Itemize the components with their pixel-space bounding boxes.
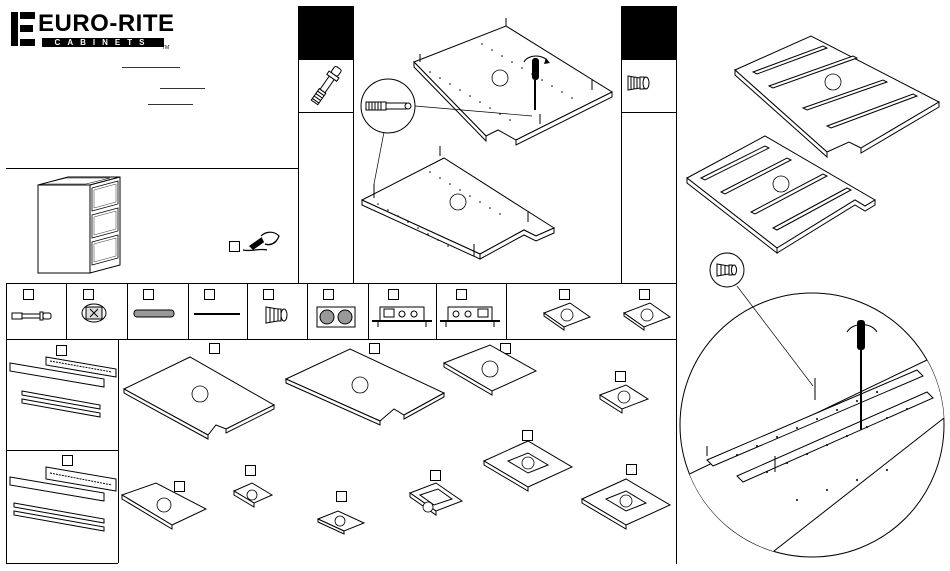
step2-panels-diagram bbox=[677, 6, 947, 256]
note-number-box bbox=[229, 241, 240, 252]
detail-magnifier-view bbox=[677, 250, 950, 571]
step1-assembly-diagram bbox=[354, 6, 621, 283]
cam-bolt-icon bbox=[300, 62, 352, 110]
brand-subtitle: CABINETS bbox=[42, 38, 164, 47]
logo-mark-icon bbox=[11, 12, 35, 46]
pencil-writing-icon bbox=[241, 228, 281, 254]
title-underline-3 bbox=[148, 104, 193, 105]
dowel-insert-icon bbox=[624, 72, 652, 94]
step-header-tab-2 bbox=[621, 6, 677, 60]
trademark: TM bbox=[162, 46, 169, 51]
title-underline-2 bbox=[160, 88, 205, 89]
title-underline-1 bbox=[122, 67, 180, 68]
cabinet-illustration bbox=[34, 175, 124, 277]
hardware-parts-icons bbox=[0, 283, 676, 339]
brand-name: EURO-RITE bbox=[38, 12, 175, 36]
panels-icons bbox=[0, 339, 676, 571]
step-header-tab-1 bbox=[298, 6, 354, 60]
